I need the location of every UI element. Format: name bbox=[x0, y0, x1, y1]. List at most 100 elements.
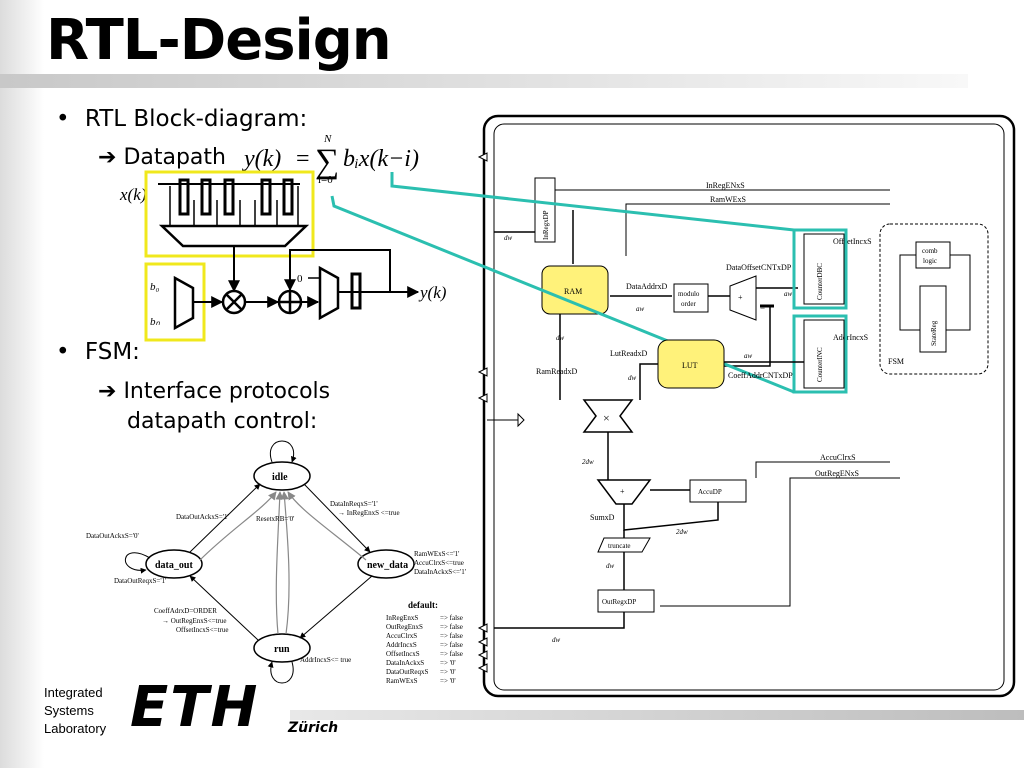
eth-logo: ETH bbox=[130, 675, 260, 740]
sub-bullet-interface: ➔ Interface protocols datapath control: bbox=[98, 377, 330, 437]
fsm-label-inregen: → InRegEnxS <=true bbox=[338, 509, 400, 517]
formula-upper: N bbox=[323, 133, 332, 145]
width-2dw: 2dw bbox=[582, 458, 594, 466]
width-dw: dw bbox=[556, 334, 565, 342]
bullet-dot: • bbox=[56, 339, 70, 365]
inreg-dp-block bbox=[534, 177, 556, 243]
state-new-data bbox=[357, 549, 415, 579]
formula-callout-line bbox=[390, 172, 795, 232]
accu-register bbox=[350, 272, 362, 310]
counter-inc-highlight bbox=[792, 314, 848, 394]
counter-inc-block bbox=[803, 319, 845, 389]
sum-signal: SumxD bbox=[590, 513, 615, 522]
offsetinc-signal: OffsetIncxS bbox=[833, 237, 872, 246]
counter-dbc-block bbox=[803, 233, 845, 305]
footer-rule bbox=[290, 710, 1024, 720]
fsm-label-newdata2: AccuClrxS<=true bbox=[414, 559, 464, 567]
formula-equals: = bbox=[296, 146, 310, 172]
dataoffset-signal: DataOffsetCNTxDP bbox=[726, 263, 792, 272]
order-label: order bbox=[681, 300, 696, 308]
addrinc-signal: AddrIncxS bbox=[833, 333, 868, 342]
accuclr-signal: AccuClrxS bbox=[820, 453, 856, 462]
default-row-value: => false bbox=[440, 641, 463, 649]
default-row-name: AccuClrxS bbox=[386, 632, 417, 640]
sub-bullet-datapath: ➔ Datapath bbox=[98, 145, 226, 170]
lut-label: LUT bbox=[682, 361, 698, 370]
width-dw: dw bbox=[606, 562, 615, 570]
fsm-default-title: default: bbox=[408, 600, 438, 610]
top-entity-frame bbox=[482, 114, 1016, 698]
minus-sign: − bbox=[760, 303, 765, 313]
offset-adder bbox=[729, 275, 757, 321]
default-row-name: InRegEnxS bbox=[386, 614, 418, 622]
formula-lower: i=0 bbox=[318, 174, 333, 186]
logic-label: logic bbox=[923, 257, 937, 265]
width-aw: aw bbox=[784, 290, 793, 298]
fsm-label-ack0: DataOutAckxS='0' bbox=[86, 532, 139, 540]
lutread-signal: LutReadxD bbox=[610, 349, 648, 358]
outregen-signal: OutRegENxS bbox=[815, 469, 859, 478]
fsm-label-addrinc: AddrIncxS<= true bbox=[300, 656, 351, 664]
datapath-sketch: x(k) b₀ bₙ 0 bbox=[119, 170, 447, 342]
delay-line-highlight bbox=[144, 170, 315, 258]
coeff-mux bbox=[173, 275, 195, 331]
tap-mux bbox=[158, 224, 310, 248]
fsm-diagram: idle data_out new_data run DataOutAckxS=… bbox=[86, 440, 466, 685]
state-data-out bbox=[145, 549, 203, 579]
fsm-label: FSM bbox=[888, 357, 904, 366]
multiplier-symbol: × bbox=[603, 411, 610, 425]
default-row-value: => false bbox=[440, 632, 463, 640]
state-data-out-label: data_out bbox=[155, 560, 193, 571]
arrow-right-icon: ➔ bbox=[98, 145, 117, 170]
formula-rhs: bᵢx(k−i) bbox=[343, 146, 419, 172]
ramread-signal: RamReadxD bbox=[536, 367, 578, 376]
accu-adder bbox=[596, 479, 652, 505]
ramwe-signal: RamWExS bbox=[710, 195, 746, 204]
bullet-text: FSM: bbox=[84, 339, 140, 365]
counter-inc-label: CounterINC bbox=[816, 347, 824, 382]
default-row-value: => false bbox=[440, 650, 463, 658]
default-row-value: => '0' bbox=[440, 659, 456, 667]
coeff-bn-label: bₙ bbox=[150, 316, 161, 328]
fsm-label-coeff3: OffsetIncxS<=true bbox=[176, 626, 228, 634]
width-aw: aw bbox=[636, 305, 645, 313]
statereg-block bbox=[919, 285, 947, 353]
dataaddr-signal: DataAddrxD bbox=[626, 282, 668, 291]
comb-logic-block bbox=[915, 241, 951, 269]
sub-bullet-text-line1: Interface protocols bbox=[123, 379, 331, 404]
counter-dbc-label: CounterDBC bbox=[816, 263, 824, 300]
default-row-value: => false bbox=[440, 623, 463, 631]
modulo-order-block bbox=[673, 283, 709, 313]
formula-sigma: ∑ bbox=[315, 143, 339, 180]
state-new-data-label: new_data bbox=[367, 560, 408, 571]
slide-title: RTL-Design bbox=[46, 8, 392, 73]
bullet-dot: • bbox=[56, 106, 70, 132]
formula-callout-line-2 bbox=[330, 195, 795, 394]
modulo-label: modulo bbox=[678, 290, 700, 298]
width-dw: dw bbox=[552, 636, 561, 644]
adder-plus: + bbox=[738, 293, 743, 302]
bullet-text: RTL Block-diagram: bbox=[84, 106, 308, 132]
state-idle bbox=[253, 461, 311, 491]
fsm-label-req: DataOutReqxS='1' bbox=[114, 577, 166, 585]
accu-mux bbox=[318, 265, 340, 321]
bullet-rtl-block-diagram: • RTL Block-diagram: bbox=[56, 106, 307, 132]
state-idle-label: idle bbox=[272, 472, 288, 483]
fsm-label-datain: DataInReqxS='1' bbox=[330, 500, 378, 508]
title-underline bbox=[0, 74, 968, 88]
width-aw: aw bbox=[744, 352, 753, 360]
default-row-value: => '0' bbox=[440, 677, 456, 685]
default-row-name: AddrIncxS bbox=[386, 641, 417, 649]
input-xk-label: x(k) bbox=[119, 185, 147, 204]
comb-label: comb bbox=[922, 247, 938, 255]
default-row-name: OffsetIncxS bbox=[386, 650, 420, 658]
isl-logo-line3: Laboratory bbox=[44, 721, 107, 736]
bullet-fsm: • FSM: bbox=[56, 339, 140, 365]
truncate-label: truncate bbox=[608, 542, 631, 550]
multiplier-block bbox=[582, 399, 634, 433]
width-dw: dw bbox=[628, 374, 637, 382]
default-row-name: DataInAckxS bbox=[386, 659, 424, 667]
width-dw: dw bbox=[504, 234, 513, 242]
